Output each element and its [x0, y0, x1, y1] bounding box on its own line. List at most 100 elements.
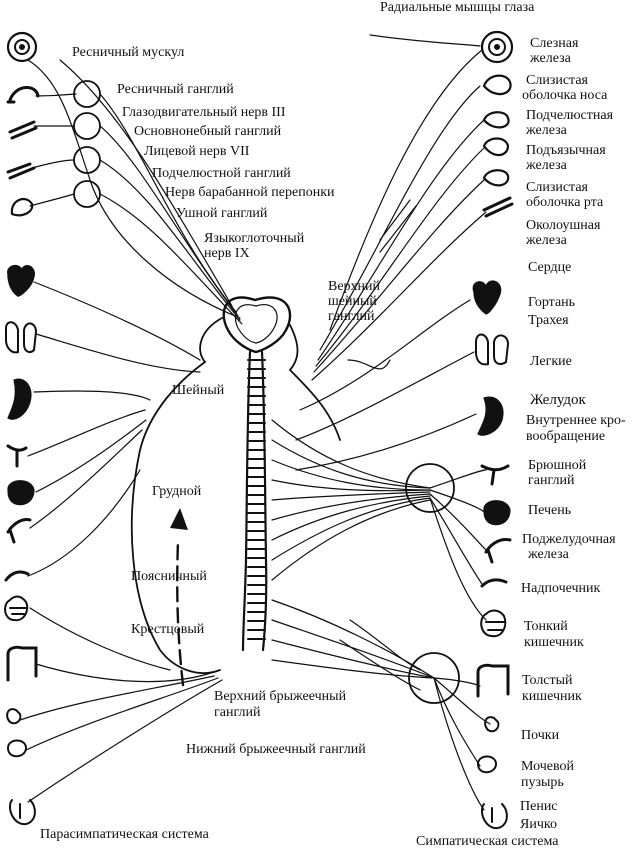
- label-submandibular-gland-line1: Подчелюстная: [526, 108, 614, 123]
- label-lungs: Легкие: [530, 354, 572, 369]
- arrow-head: [170, 508, 188, 530]
- stomach-icon-right: [477, 396, 504, 436]
- label-sphenopalatine-ganglion: Основнонебный ганглий: [134, 124, 282, 139]
- label-tympanic-nerve: Нерв барабанной перепонки: [165, 185, 335, 200]
- label-pancreas-line2: железа: [528, 547, 569, 562]
- label-adrenal: Надпочечник: [521, 581, 601, 596]
- label-sacral: Крестцовый: [131, 622, 205, 637]
- label-celiac-ganglion-line1: Брюшной: [528, 458, 587, 473]
- label-lumbar: Поясничный: [131, 569, 207, 584]
- sympathetic-trunk-outline: [288, 324, 341, 441]
- label-lacrimal-line1: Слезная: [530, 36, 579, 51]
- bladder-icon-right: [476, 755, 498, 774]
- genitals-icon-left: [8, 799, 36, 826]
- submandibular-gland-icon-right: [482, 137, 510, 157]
- small-intestine-icon-left: [4, 595, 29, 622]
- label-superior-mesenteric-line2: ганглий: [214, 705, 261, 720]
- heart-icon-right: [472, 280, 502, 315]
- label-liver: Печень: [528, 503, 572, 518]
- otic-ganglion-circle: [73, 180, 101, 208]
- label-glossopharyngeal-line2: нерв IX: [204, 246, 250, 261]
- label-heart: Сердце: [528, 260, 572, 275]
- label-celiac-ganglion-line2: ганглий: [528, 473, 575, 488]
- pancreas-icon-right: [484, 538, 512, 564]
- large-intestine-icon-left: [6, 645, 38, 682]
- label-larynx: Гортань: [528, 295, 576, 310]
- label-large-intestine-line1: Толстый: [522, 673, 573, 688]
- eye-icon-right: [480, 30, 514, 64]
- sublingual-gland-icon-right: [482, 169, 510, 187]
- salivary-gland-icon: [6, 162, 36, 180]
- lacrimal-gland-icon: [6, 86, 40, 104]
- label-nasal-mucosa-line2: оболочка носа: [522, 88, 608, 103]
- label-small-intestine-line2: кишечник: [524, 635, 584, 650]
- label-sympathetic-system: Симпатическая система: [416, 834, 559, 849]
- label-large-intestine-line2: кишечник: [522, 689, 582, 704]
- ciliary-ganglion-circle: [73, 80, 101, 108]
- nasal-mucosa-icon: [8, 120, 38, 140]
- parasympathetic-trunk-outline: [130, 317, 223, 674]
- adrenal-icon-left: [4, 570, 30, 582]
- label-sublingual-line2: железа: [526, 158, 567, 173]
- genitals-icon-right: [480, 803, 508, 830]
- label-sublingual-line1: Подъязычная: [526, 143, 606, 158]
- label-thoracic: Грудной: [152, 484, 202, 499]
- cranial-nerves: [27, 59, 243, 325]
- label-submandibular-gland-line2: железа: [526, 123, 567, 138]
- label-oral-mucosa-line1: Слизистая: [526, 180, 588, 195]
- label-bladder-line2: пузырь: [521, 775, 564, 790]
- brain-outline: [222, 296, 292, 354]
- parotid-icon: [10, 197, 34, 217]
- spinal-cord-segments: [247, 359, 266, 640]
- kidney-icon-left: [6, 708, 22, 725]
- celiac-icon-left: [6, 444, 28, 468]
- eye-icon: [6, 31, 38, 63]
- organs: [4, 30, 514, 830]
- inferior-mesenteric-ganglion-circle: [408, 652, 460, 704]
- label-inferior-mesenteric: Нижний брыжеечный ганглий: [186, 742, 366, 757]
- body-outline: [130, 317, 341, 687]
- label-testis: Яичко: [520, 817, 557, 832]
- label-facial-nerve: Лицевой нерв VII: [144, 144, 250, 159]
- label-bladder-line1: Мочевой: [521, 759, 574, 774]
- brain-and-spinal-cord: [222, 296, 292, 652]
- label-glossopharyngeal-line1: Языкоглоточный: [204, 231, 305, 246]
- label-parotid-line1: Околоушная: [526, 218, 601, 233]
- nasal-mucosa-icon-right: [482, 111, 510, 129]
- label-stomach: Желудок: [530, 392, 586, 408]
- label-parotid-line2: железа: [526, 233, 567, 248]
- pancreas-icon-left: [6, 518, 32, 544]
- label-upper-cervical-line3: ганглий: [328, 309, 375, 324]
- sympathetic-fibers: [271, 34, 491, 811]
- label-internal-circulation-line1: Внутреннее кро-: [526, 413, 626, 428]
- oral-mucosa-icon-right: [482, 196, 514, 218]
- label-radial-eye-muscles: Радиальные мышцы глаза: [380, 0, 535, 15]
- lungs-icon-right: [475, 333, 510, 366]
- lacrimal-gland-icon-right: [482, 74, 512, 96]
- label-nasal-mucosa-line1: Слизистая: [526, 73, 588, 88]
- lungs-icon-left: [5, 321, 38, 354]
- adrenal-icon-right: [480, 578, 508, 588]
- large-intestine-icon-right: [476, 663, 510, 698]
- heart-icon-left: [7, 264, 35, 297]
- vagus-fibers: [19, 281, 223, 803]
- label-oculomotor-nerve: Глазодвигательный нерв III: [122, 105, 286, 120]
- label-upper-cervical-line1: Верхний: [328, 279, 381, 294]
- liver-icon-right: [483, 500, 511, 526]
- liver-icon-left: [7, 480, 35, 506]
- label-ciliary-ganglion: Ресничный ганглий: [117, 82, 234, 97]
- small-intestine-icon-right: [480, 609, 507, 638]
- thoracic-lumbar-arrow: [176, 538, 185, 687]
- label-penis: Пенис: [520, 799, 558, 814]
- label-ciliary-muscle: Ресничный мускул: [72, 45, 185, 60]
- label-upper-cervical-line2: шейный: [328, 294, 377, 309]
- label-cervical: Шейный: [172, 383, 225, 398]
- label-lacrimal-line2: железа: [530, 51, 571, 66]
- label-oral-mucosa-line2: оболочка рта: [526, 195, 604, 210]
- label-pancreas-line1: Поджелудочная: [522, 532, 616, 547]
- label-submandibular-ganglion: Подчелюстной ганглий: [152, 166, 291, 181]
- label-kidneys: Почки: [521, 728, 560, 743]
- kidney-icon-right: [484, 716, 500, 733]
